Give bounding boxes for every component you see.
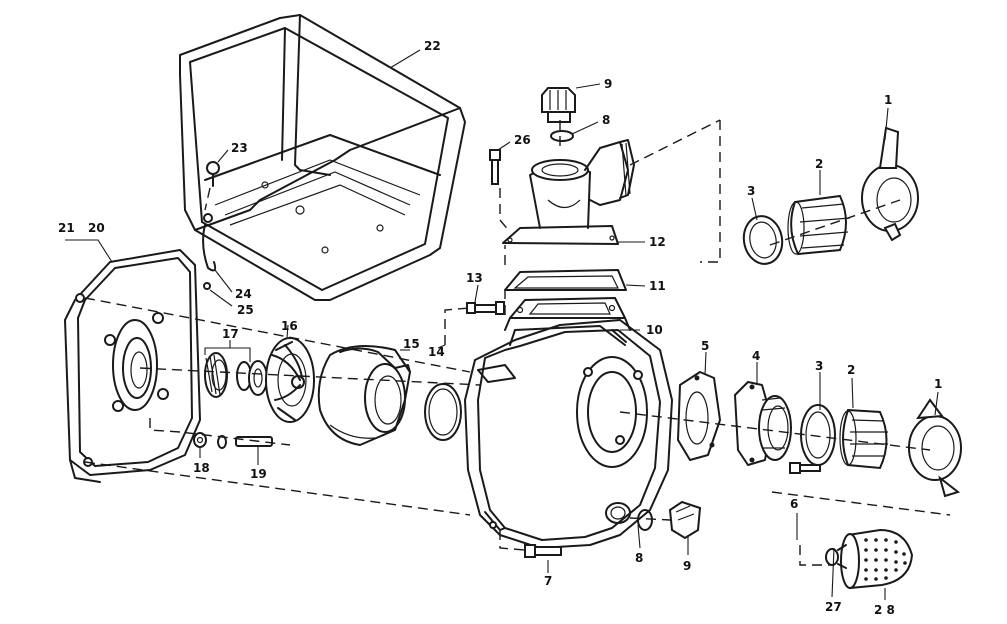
- callout-6: 6: [790, 497, 798, 511]
- callout-1-outlet: 1: [884, 93, 892, 107]
- inlet-hose-nipple-part: [839, 408, 888, 470]
- plug-o-ring-part: [550, 130, 574, 142]
- callout-22: 22: [424, 39, 441, 53]
- elbow-bolt-part: [489, 149, 501, 185]
- callout-9-top: 9: [604, 77, 612, 91]
- rear-cover-part: [64, 249, 201, 483]
- callout-3-inlet: 3: [815, 359, 823, 373]
- callout-20: 20: [88, 221, 105, 235]
- leader-lines: [65, 49, 939, 600]
- outlet-washer-part: [742, 215, 784, 265]
- priming-plug-part: [541, 87, 576, 123]
- inlet-flange-part: [734, 381, 792, 466]
- washer-part: [203, 282, 211, 290]
- callout-25: 25: [237, 303, 254, 317]
- housing-flange-part: [509, 297, 626, 319]
- mechanical-seal-part: [204, 352, 268, 398]
- callout-27: 27: [825, 600, 842, 614]
- pump-housing-part: [464, 317, 673, 549]
- callout-5: 5: [701, 339, 709, 353]
- callout-11: 11: [649, 279, 666, 293]
- callout-28: 2 8: [874, 603, 895, 617]
- stud-part: [217, 435, 273, 449]
- callout-18: 18: [193, 461, 210, 475]
- callout-13: 13: [466, 271, 483, 285]
- callout-7: 7: [544, 574, 552, 588]
- cover-bolt-part: [466, 301, 505, 315]
- callout-16: 16: [281, 319, 298, 333]
- inlet-union-nut-part: [908, 398, 962, 498]
- callout-12: 12: [649, 235, 666, 249]
- assembly-lines: [84, 119, 951, 566]
- callout-10: 10: [646, 323, 663, 337]
- callout-17: 17: [222, 327, 239, 341]
- callout-23: 23: [231, 141, 248, 155]
- frame-clip-part: [202, 213, 217, 272]
- callout-9-bottom: 9: [683, 559, 691, 573]
- nut-part: [193, 432, 207, 448]
- hose-clamp-part: [825, 544, 847, 569]
- callout-4: 4: [752, 349, 760, 363]
- callout-15: 15: [403, 337, 420, 351]
- volute-part: [317, 345, 411, 446]
- inlet-gasket-part: [677, 371, 721, 461]
- callout-3-outlet: 3: [747, 184, 755, 198]
- callout-8-top: 8: [602, 113, 610, 127]
- callout-labels: 1 2 3 1 2 3 4 5 6 7 8 8 9 9 10 11 12 13 …: [58, 39, 942, 617]
- callout-19: 19: [250, 467, 267, 481]
- callout-21: 21: [58, 221, 75, 235]
- callout-8-bottom: 8: [635, 551, 643, 565]
- inlet-washer-part: [800, 404, 836, 466]
- callout-24: 24: [235, 287, 252, 301]
- callout-2-outlet: 2: [815, 157, 823, 171]
- drain-plug-part: [668, 500, 702, 540]
- callout-2-inlet: 2: [847, 363, 855, 377]
- outlet-hose-nipple-part: [787, 194, 851, 256]
- o-ring-part: [424, 383, 462, 441]
- drain-o-ring-part: [637, 509, 653, 531]
- gasket-part: [504, 269, 627, 291]
- frame-part: [179, 14, 466, 301]
- outlet-union-nut-part: [861, 126, 919, 242]
- callout-1-inlet: 1: [934, 377, 942, 391]
- flange-bolt-part: [789, 462, 821, 474]
- callout-26: 26: [514, 133, 531, 147]
- frame-bolt-part: [206, 161, 220, 187]
- housing-bolt-part: [524, 544, 562, 558]
- impeller-part: [265, 337, 315, 423]
- discharge-elbow-part: [502, 139, 635, 245]
- strainer-part: [840, 528, 914, 590]
- callout-14: 14: [428, 345, 445, 359]
